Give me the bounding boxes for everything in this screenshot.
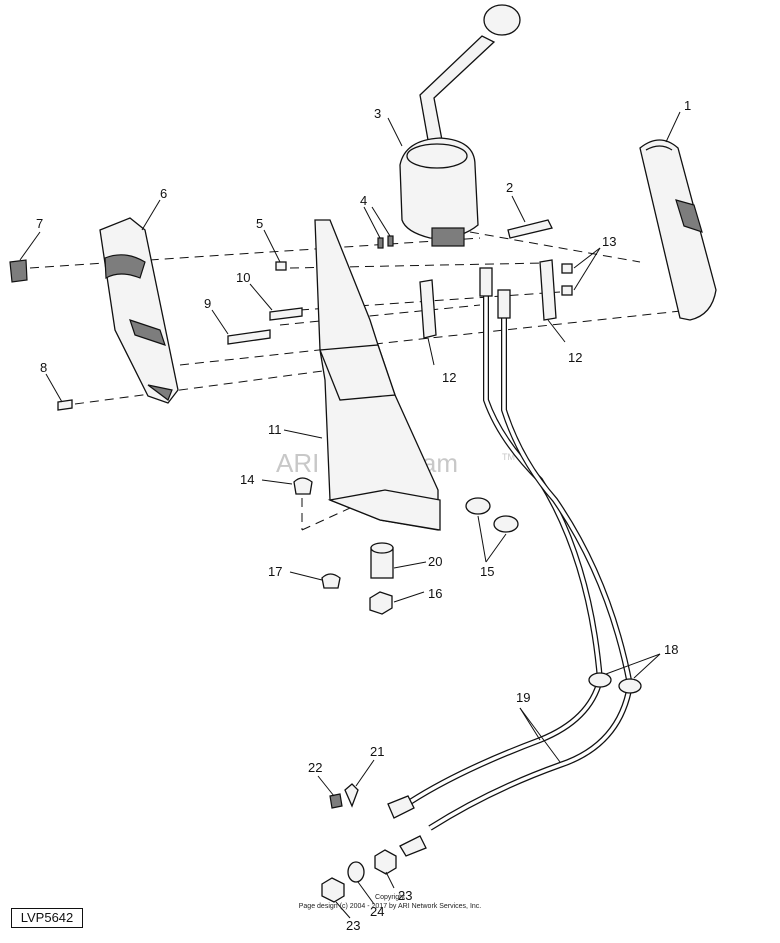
- bolt-part-21: [344, 783, 359, 808]
- callout-6: 6: [160, 186, 167, 201]
- callout-12b: 12: [568, 350, 582, 365]
- callout-24: 24: [370, 904, 384, 919]
- callout-11: 11: [268, 422, 282, 437]
- callout-23b: 23: [346, 918, 360, 933]
- washer-part-4: [377, 235, 394, 249]
- bracket-part: [314, 219, 441, 531]
- callout-12a: 12: [442, 370, 456, 385]
- callout-19: 19: [516, 690, 530, 705]
- nut-part-23b: [321, 877, 345, 903]
- nut-part-16: [369, 591, 393, 615]
- washer-part-22: [329, 793, 343, 809]
- callout-9: 9: [204, 296, 211, 311]
- callout-10: 10: [236, 270, 250, 285]
- screw-part-8: [57, 399, 73, 411]
- callout-17: 17: [268, 564, 282, 579]
- shift-lever-part: [399, 4, 521, 247]
- right-cover-part: [639, 139, 717, 321]
- callout-8: 8: [40, 360, 47, 375]
- callout-18: 18: [664, 642, 678, 657]
- cap-part-17: [321, 573, 341, 589]
- pin-part-14: [293, 477, 313, 495]
- callout-15: 15: [480, 564, 494, 579]
- watermark-trademark: TM: [502, 452, 515, 462]
- bolt-part-9: [227, 329, 271, 345]
- washer-part-24: [347, 861, 365, 883]
- grommet-part-18a: [588, 672, 612, 688]
- callout-23a: 23: [398, 888, 412, 903]
- callout-16: 16: [428, 586, 442, 601]
- bolt-part-10: [269, 307, 303, 321]
- diagram-id-label: LVP5642: [11, 908, 83, 928]
- cap-part-15a: [465, 497, 491, 515]
- callout-21: 21: [370, 744, 384, 759]
- clip-part-12a: [419, 279, 437, 339]
- page-design-notice: Page design (c) 2004 - 2017 by ARI Netwo…: [298, 903, 482, 910]
- callout-7: 7: [36, 216, 43, 231]
- callout-14: 14: [240, 472, 254, 487]
- cable-part-19: [387, 267, 634, 857]
- nut-part-5: [275, 261, 287, 271]
- plug-part: [9, 259, 28, 283]
- callout-1: 1: [684, 98, 691, 113]
- nut-part-23a: [374, 849, 397, 875]
- callout-2: 2: [506, 180, 513, 195]
- cap-part-15b: [493, 515, 519, 533]
- callout-22: 22: [308, 760, 322, 775]
- callout-3: 3: [374, 106, 381, 121]
- callout-20: 20: [428, 554, 442, 569]
- bolt-part-2: [507, 219, 553, 239]
- callout-4: 4: [360, 193, 367, 208]
- clip-part-12b: [539, 259, 557, 321]
- copyright-label: Copyright: [375, 894, 405, 901]
- left-cover-part: [99, 217, 179, 404]
- grommet-part-18b: [618, 678, 642, 694]
- spacer-part: [370, 542, 394, 579]
- clip-part-13: [561, 263, 573, 296]
- copyright-footer: Copyright Page design (c) 2004 - 2017 by…: [280, 893, 500, 911]
- callout-13: 13: [602, 234, 616, 249]
- callout-5: 5: [256, 216, 263, 231]
